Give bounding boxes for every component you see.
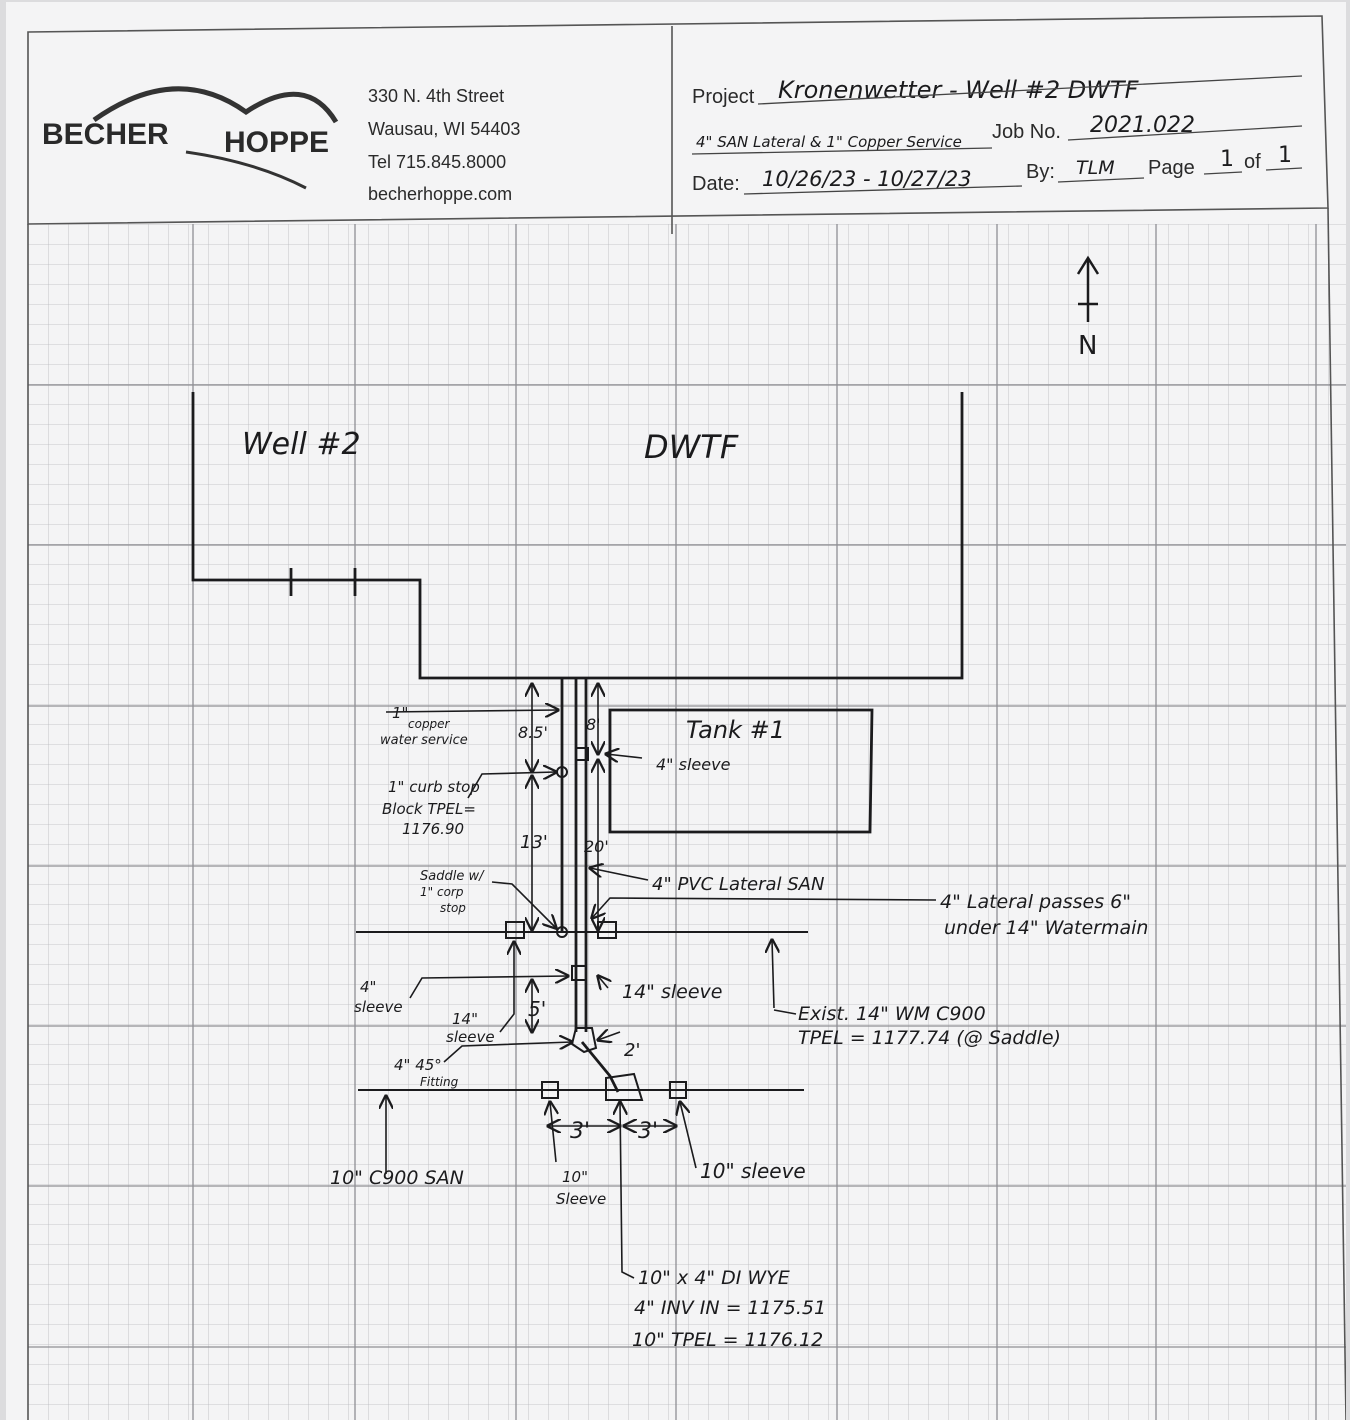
- date-label: Date:: [692, 173, 740, 195]
- company-logo: BECHER HOPPE: [42, 86, 339, 190]
- leader-saddle: [491, 881, 556, 928]
- lateral-note-label: 4" Lateral passes 6": [940, 891, 1131, 913]
- leader-sleeve-14-left: [499, 942, 514, 1033]
- tank-label: Tank #1: [686, 716, 785, 744]
- page-value: 1: [1220, 147, 1234, 172]
- san-10-label: 10" C900 SAN: [330, 1167, 464, 1189]
- curb-stop-label: 1176.90: [402, 820, 464, 838]
- of-label: of: [1244, 151, 1261, 173]
- fitting-label: 4" 45°: [394, 1056, 442, 1074]
- leader-pvc-lateral: [590, 868, 649, 881]
- north-arrow-icon: [1076, 255, 1100, 322]
- grid-paper: [28, 224, 1346, 1420]
- leader-sleeve-10-right: [680, 1102, 697, 1169]
- field-sketch-sheet: BECHER HOPPE 330 N. 4th Street Wausau, W…: [6, 2, 1346, 1420]
- wye-label: 10" TPEL = 1176.12: [632, 1329, 823, 1351]
- date-value: 10/26/23 - 10/27/23: [762, 167, 972, 191]
- logo-name-right: HOPPE: [224, 126, 329, 159]
- copper-service-label: water service: [380, 733, 468, 748]
- leader-sleeve-10-left: [550, 1102, 556, 1163]
- leader-watermain: [773, 1009, 797, 1015]
- dim-3b-label: 3': [638, 1119, 658, 1144]
- address-city: Wausau, WI 54403: [368, 119, 520, 139]
- sketch-drawing: BECHER HOPPE 330 N. 4th Street Wausau, W…: [27, 15, 1346, 1420]
- copper-service-label: copper: [408, 717, 451, 731]
- sleeve-10-left-label: Sleeve: [556, 1190, 606, 1208]
- address-website: becherhoppe.com: [368, 184, 512, 204]
- curb-stop-label: Block TPEL=: [382, 800, 476, 818]
- dwtf-label: DWTF: [644, 428, 739, 466]
- leader-fitting: [443, 1042, 572, 1063]
- lateral-note-label: under 14" Watermain: [944, 917, 1148, 939]
- saddle-label: stop: [440, 901, 466, 915]
- dim-13-label: 13': [520, 832, 548, 853]
- by-label: By:: [1026, 161, 1055, 183]
- sleeve-10-right-label: 10" sleeve: [700, 1159, 806, 1183]
- leader-watermain: [772, 940, 774, 1009]
- by-value: TLM: [1076, 157, 1115, 179]
- sleeve-4-label: 4" sleeve: [656, 755, 731, 774]
- sleeve-14-left-label: 14": [452, 1010, 478, 1028]
- address-street: 330 N. 4th Street: [368, 86, 504, 106]
- address-phone: Tel 715.845.8000: [368, 152, 506, 172]
- pvc-lateral-label: 4" PVC Lateral SAN: [652, 874, 824, 895]
- of-value: 1: [1278, 143, 1292, 168]
- title-fields: Project Kronenwetter - Well #2 DWTF 4" S…: [691, 75, 1303, 195]
- sleeve-10-left-label: 10": [562, 1168, 588, 1186]
- sleeve-14-left-label: sleeve: [446, 1028, 495, 1046]
- sleeve-10-box: [541, 1081, 559, 1099]
- wye-label: 4" INV IN = 1175.51: [634, 1297, 826, 1319]
- sleeve-14-right-label: 14" sleeve: [622, 981, 722, 1003]
- sleeve-4-box: [571, 965, 587, 981]
- dim-2-label: 2': [624, 1040, 640, 1061]
- fitting-label: Fitting: [420, 1075, 459, 1089]
- sleeve-14-box: [505, 921, 525, 939]
- wye-label: 10" x 4" DI WYE: [638, 1267, 790, 1289]
- dim-8-5-label: 8.5': [518, 723, 548, 742]
- company-address: 330 N. 4th Street Wausau, WI 54403 Tel 7…: [368, 86, 520, 204]
- leader-sleeve-4: [606, 754, 643, 758]
- north-label: N: [1078, 331, 1097, 361]
- title-block: [27, 15, 1346, 1420]
- dim-8-label: 8': [586, 715, 601, 734]
- job-label: Job No.: [992, 121, 1061, 143]
- sleeve-4-box: [575, 747, 589, 761]
- saddle-label: 1" corp: [420, 885, 464, 899]
- dim-3a-label: 3': [570, 1119, 590, 1144]
- dim-line-2: [598, 1032, 621, 1040]
- dim-20-label: 20': [584, 837, 609, 856]
- saddle-label: Saddle w/: [420, 869, 485, 884]
- building-outline: [191, 392, 964, 680]
- saddle-symbol: [556, 926, 568, 938]
- well-label: Well #2: [242, 427, 361, 462]
- copper-service-label: 1": [392, 704, 408, 722]
- sleeve-4-left-label: 4": [360, 978, 376, 996]
- project-label: Project: [692, 86, 755, 108]
- leader-curb-stop: [467, 772, 556, 799]
- watermain-label: Exist. 14" WM C900: [798, 1003, 986, 1025]
- watermain-label: TPEL = 1177.74 (@ Saddle): [798, 1027, 1061, 1049]
- leader-copper-service: [385, 710, 558, 712]
- page-label: Page: [1148, 157, 1195, 179]
- leader-sleeve-14-right: [598, 976, 608, 988]
- tank-outline: [608, 708, 874, 834]
- curb-stop-label: 1" curb stop: [388, 778, 480, 796]
- job-value: 2021.022: [1090, 113, 1195, 138]
- dim-5-label: 5': [528, 997, 546, 1021]
- sleeve-4-left-label: sleeve: [354, 998, 403, 1016]
- fitting-45-segment: [580, 1041, 620, 1093]
- leader-wye: [620, 1102, 635, 1279]
- leader-lateral-note: [592, 897, 937, 918]
- wye-symbol: [605, 1072, 644, 1101]
- sleeve-10-box: [669, 1081, 687, 1099]
- leader-sleeve-4-left: [409, 976, 568, 999]
- logo-name-left: BECHER: [42, 118, 169, 151]
- subject-value: 4" SAN Lateral & 1" Copper Service: [696, 133, 962, 151]
